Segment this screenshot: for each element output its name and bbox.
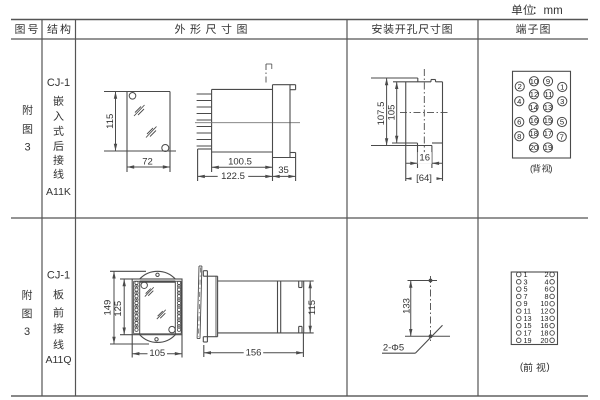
svg-text:122.5: 122.5 [221, 171, 245, 182]
svg-text:10: 10 [530, 77, 538, 86]
svg-text:149: 149 [102, 300, 113, 316]
svg-text:CJ-1: CJ-1 [47, 77, 70, 89]
svg-text:A11K: A11K [46, 186, 71, 198]
svg-text:100.5: 100.5 [228, 156, 252, 167]
svg-text:10: 10 [540, 299, 548, 308]
svg-text:2: 2 [544, 270, 548, 279]
svg-text:15: 15 [544, 116, 552, 125]
svg-text:9: 9 [546, 77, 550, 86]
svg-text:): ) [550, 164, 553, 174]
svg-text:18: 18 [540, 328, 548, 337]
svg-text:156: 156 [246, 347, 262, 358]
svg-text:107.5: 107.5 [376, 102, 387, 126]
svg-text:5: 5 [560, 118, 564, 127]
svg-text:mm: mm [544, 5, 563, 17]
svg-text:17: 17 [544, 129, 552, 138]
svg-text:7: 7 [524, 292, 528, 301]
svg-text:2: 2 [518, 82, 522, 91]
svg-text:115: 115 [307, 300, 318, 315]
svg-text:7: 7 [560, 132, 564, 141]
svg-text:11: 11 [524, 307, 532, 316]
svg-text:[64]: [64] [416, 173, 432, 184]
svg-text:): ) [546, 362, 549, 373]
svg-text:(: ( [530, 164, 533, 174]
svg-text:14: 14 [529, 103, 537, 112]
svg-text:12: 12 [540, 307, 548, 316]
svg-text:72: 72 [142, 157, 153, 168]
svg-text:17: 17 [524, 328, 532, 337]
svg-text:16: 16 [419, 153, 430, 164]
svg-text:8: 8 [544, 292, 548, 301]
svg-text:4: 4 [517, 97, 521, 106]
svg-text:12: 12 [530, 90, 538, 99]
svg-text:18: 18 [530, 129, 538, 138]
svg-text:A11Q: A11Q [45, 354, 71, 366]
svg-text:13: 13 [540, 314, 548, 323]
svg-text:16: 16 [540, 321, 548, 330]
svg-text:13: 13 [524, 314, 532, 323]
svg-text:133: 133 [401, 298, 412, 314]
svg-text:19: 19 [524, 336, 532, 345]
svg-text:6: 6 [517, 118, 521, 127]
svg-text:105: 105 [149, 348, 165, 359]
svg-text:8: 8 [517, 132, 521, 141]
svg-text:11: 11 [545, 90, 553, 99]
svg-text:115: 115 [105, 114, 116, 129]
svg-text:9: 9 [524, 299, 528, 308]
svg-text:16: 16 [530, 116, 538, 125]
svg-text:20: 20 [540, 336, 548, 345]
svg-text:6: 6 [544, 285, 548, 294]
svg-text:2-Φ5: 2-Φ5 [383, 343, 404, 354]
svg-text:3: 3 [24, 326, 30, 338]
svg-text:4: 4 [544, 277, 548, 286]
svg-text:3: 3 [24, 142, 30, 154]
svg-text:1: 1 [560, 83, 564, 92]
svg-text:1: 1 [524, 270, 528, 279]
svg-text:CJ-1: CJ-1 [47, 270, 70, 282]
svg-text:20: 20 [530, 143, 538, 152]
svg-text:35: 35 [278, 165, 289, 176]
svg-text:3: 3 [524, 277, 528, 286]
svg-text:13: 13 [544, 103, 552, 112]
svg-text:3: 3 [560, 97, 564, 106]
svg-text:19: 19 [544, 143, 552, 152]
svg-text:5: 5 [524, 285, 528, 294]
svg-text:15: 15 [524, 321, 532, 330]
svg-text:105: 105 [386, 105, 397, 121]
svg-text:125: 125 [113, 301, 124, 317]
svg-text:(: ( [520, 362, 524, 373]
